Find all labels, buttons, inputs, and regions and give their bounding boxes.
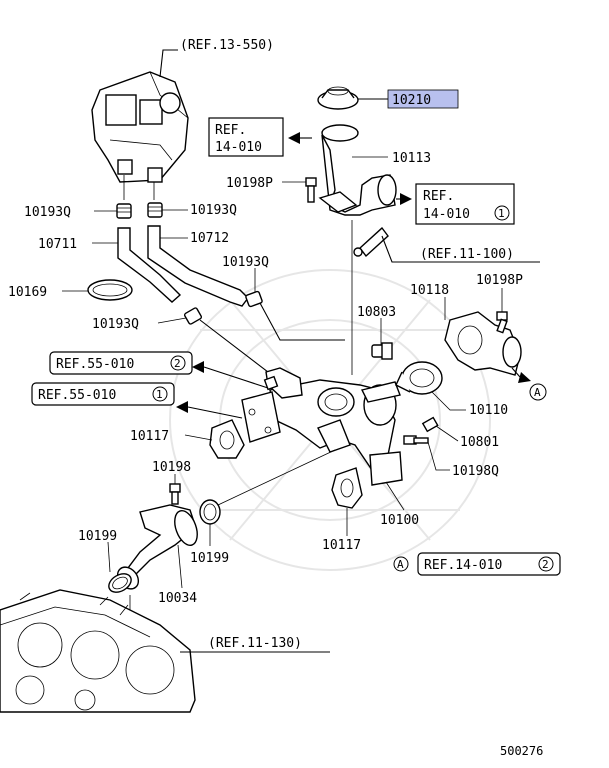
clamp-10193q-b (147, 202, 163, 218)
clamp-10193q-c (245, 290, 263, 308)
filler-neck-10113 (318, 124, 397, 216)
ref-box-55-010-2: REF.55-010 2 (49, 351, 193, 375)
throttle-body (91, 71, 189, 183)
label-10199-b: 10199 (190, 551, 229, 566)
ref-14-010-right-line2: 14-010 (423, 207, 470, 222)
ref-55-010-1-num: 1 (156, 388, 163, 401)
label-10712: 10712 (190, 231, 229, 246)
label-10198q: 10198Q (452, 464, 499, 479)
label-10110: 10110 (469, 403, 508, 418)
ref-14-010-right-num: 1 (498, 207, 505, 220)
ref-11-130: (REF.11-130) (208, 636, 302, 651)
leader-ref-11-100 (381, 235, 540, 263)
oring-10199-b (199, 499, 221, 525)
arrow-ref-14-010-right (400, 193, 412, 205)
ref-14-010-bottom-text: REF.14-010 (424, 558, 502, 573)
outlet-circle-a-text: A (534, 386, 541, 399)
ref-box-55-010-1: REF.55-010 1 (31, 382, 175, 406)
ref-13-550: (REF.13-550) (180, 38, 274, 53)
bolt-10198 (169, 483, 181, 505)
label-10193q-d: 10193Q (92, 317, 139, 332)
outlet-circle-a: A (529, 383, 547, 401)
sensor-11-100 (353, 226, 389, 258)
leader-10100 (385, 481, 405, 511)
sensor-10801 (421, 416, 439, 433)
arrow-outlet-a (518, 372, 531, 383)
label-10711: 10711 (38, 237, 77, 252)
ref-55-010-1-text: REF.55-010 (38, 388, 116, 403)
hose-10711 (117, 227, 182, 303)
arrow-outlet-a-shaft (511, 367, 521, 378)
label-10198: 10198 (152, 460, 191, 475)
label-10193q-c: 10193Q (222, 255, 269, 270)
clamp-10193q-a (116, 203, 132, 219)
thermostat-10110 (395, 361, 443, 395)
arrow-ref-55-010-2 (192, 361, 204, 373)
arrow-ref-55-010-2-shaft (203, 366, 269, 389)
label-10117-a: 10117 (130, 429, 169, 444)
leader-10193q-d (157, 317, 187, 324)
bolt-10198q (403, 435, 429, 445)
ref-11-100: (REF.11-100) (420, 247, 514, 262)
cap-10210 (317, 86, 359, 110)
arrow-ref-55-010-1-shaft (187, 406, 243, 419)
leader-ref-13-550 (159, 49, 178, 78)
label-10801: 10801 (460, 435, 499, 450)
label-10169: 10169 (8, 285, 47, 300)
clamp-10169 (87, 279, 133, 301)
ref-box-14-010-right: REF. 14-010 1 (415, 183, 515, 225)
bolt-10198p-a (305, 177, 317, 203)
watermark (169, 269, 491, 571)
label-10198p-b: 10198P (476, 273, 523, 288)
leader-10117-a (184, 434, 213, 441)
leader-pipe-to-main (217, 449, 336, 506)
ref-14-010-right-line1: REF. (423, 189, 454, 204)
ref-box-14-010-left: REF. 14-010 (208, 117, 284, 157)
housing-10118 (444, 311, 522, 376)
ref-box-14-010-bottom: A REF.14-010 2 (393, 552, 561, 576)
part-10210-highlight: 10210 (358, 89, 459, 109)
leader-10198q (427, 441, 450, 471)
ref-55-010-2-text: REF.55-010 (56, 357, 134, 372)
ref-14-010-left-line1: REF. (215, 123, 246, 138)
label-10210: 10210 (392, 93, 431, 108)
ref-14-010-bottom-circle: A (397, 558, 404, 571)
label-10113: 10113 (392, 151, 431, 166)
hose-line-b (259, 302, 345, 341)
arrow-ref-55-010-1 (176, 401, 188, 413)
clamp-10193q-d (183, 307, 203, 325)
gasket-10117-a (209, 419, 245, 459)
label-10803: 10803 (357, 305, 396, 320)
label-10199-a: 10199 (78, 529, 117, 544)
oring-10199-a (108, 573, 132, 593)
gasket-10117-b (331, 467, 363, 509)
leader-10199-a (107, 541, 111, 573)
ref-14-010-bottom-num: 2 (542, 558, 549, 571)
label-10117-b: 10117 (322, 538, 361, 553)
leader-10034 (177, 544, 183, 589)
engine-block (0, 589, 196, 713)
label-10193q-b: 10193Q (190, 203, 237, 218)
leader-10110 (431, 391, 466, 411)
leader-10801 (435, 425, 459, 442)
arrow-ref-14-010-left (288, 132, 300, 144)
label-10034: 10034 (158, 591, 197, 606)
label-10193q-a: 10193Q (24, 205, 71, 220)
water-pipe-main (241, 367, 403, 486)
diagram-id: 500276 (500, 744, 543, 758)
ref-14-010-left-line2: 14-010 (215, 140, 262, 155)
label-10100: 10100 (380, 513, 419, 528)
label-10198p-a: 10198P (226, 176, 273, 191)
label-10118: 10118 (410, 283, 449, 298)
ref-55-010-2-num: 2 (174, 357, 181, 370)
sensor-10803 (371, 342, 393, 360)
